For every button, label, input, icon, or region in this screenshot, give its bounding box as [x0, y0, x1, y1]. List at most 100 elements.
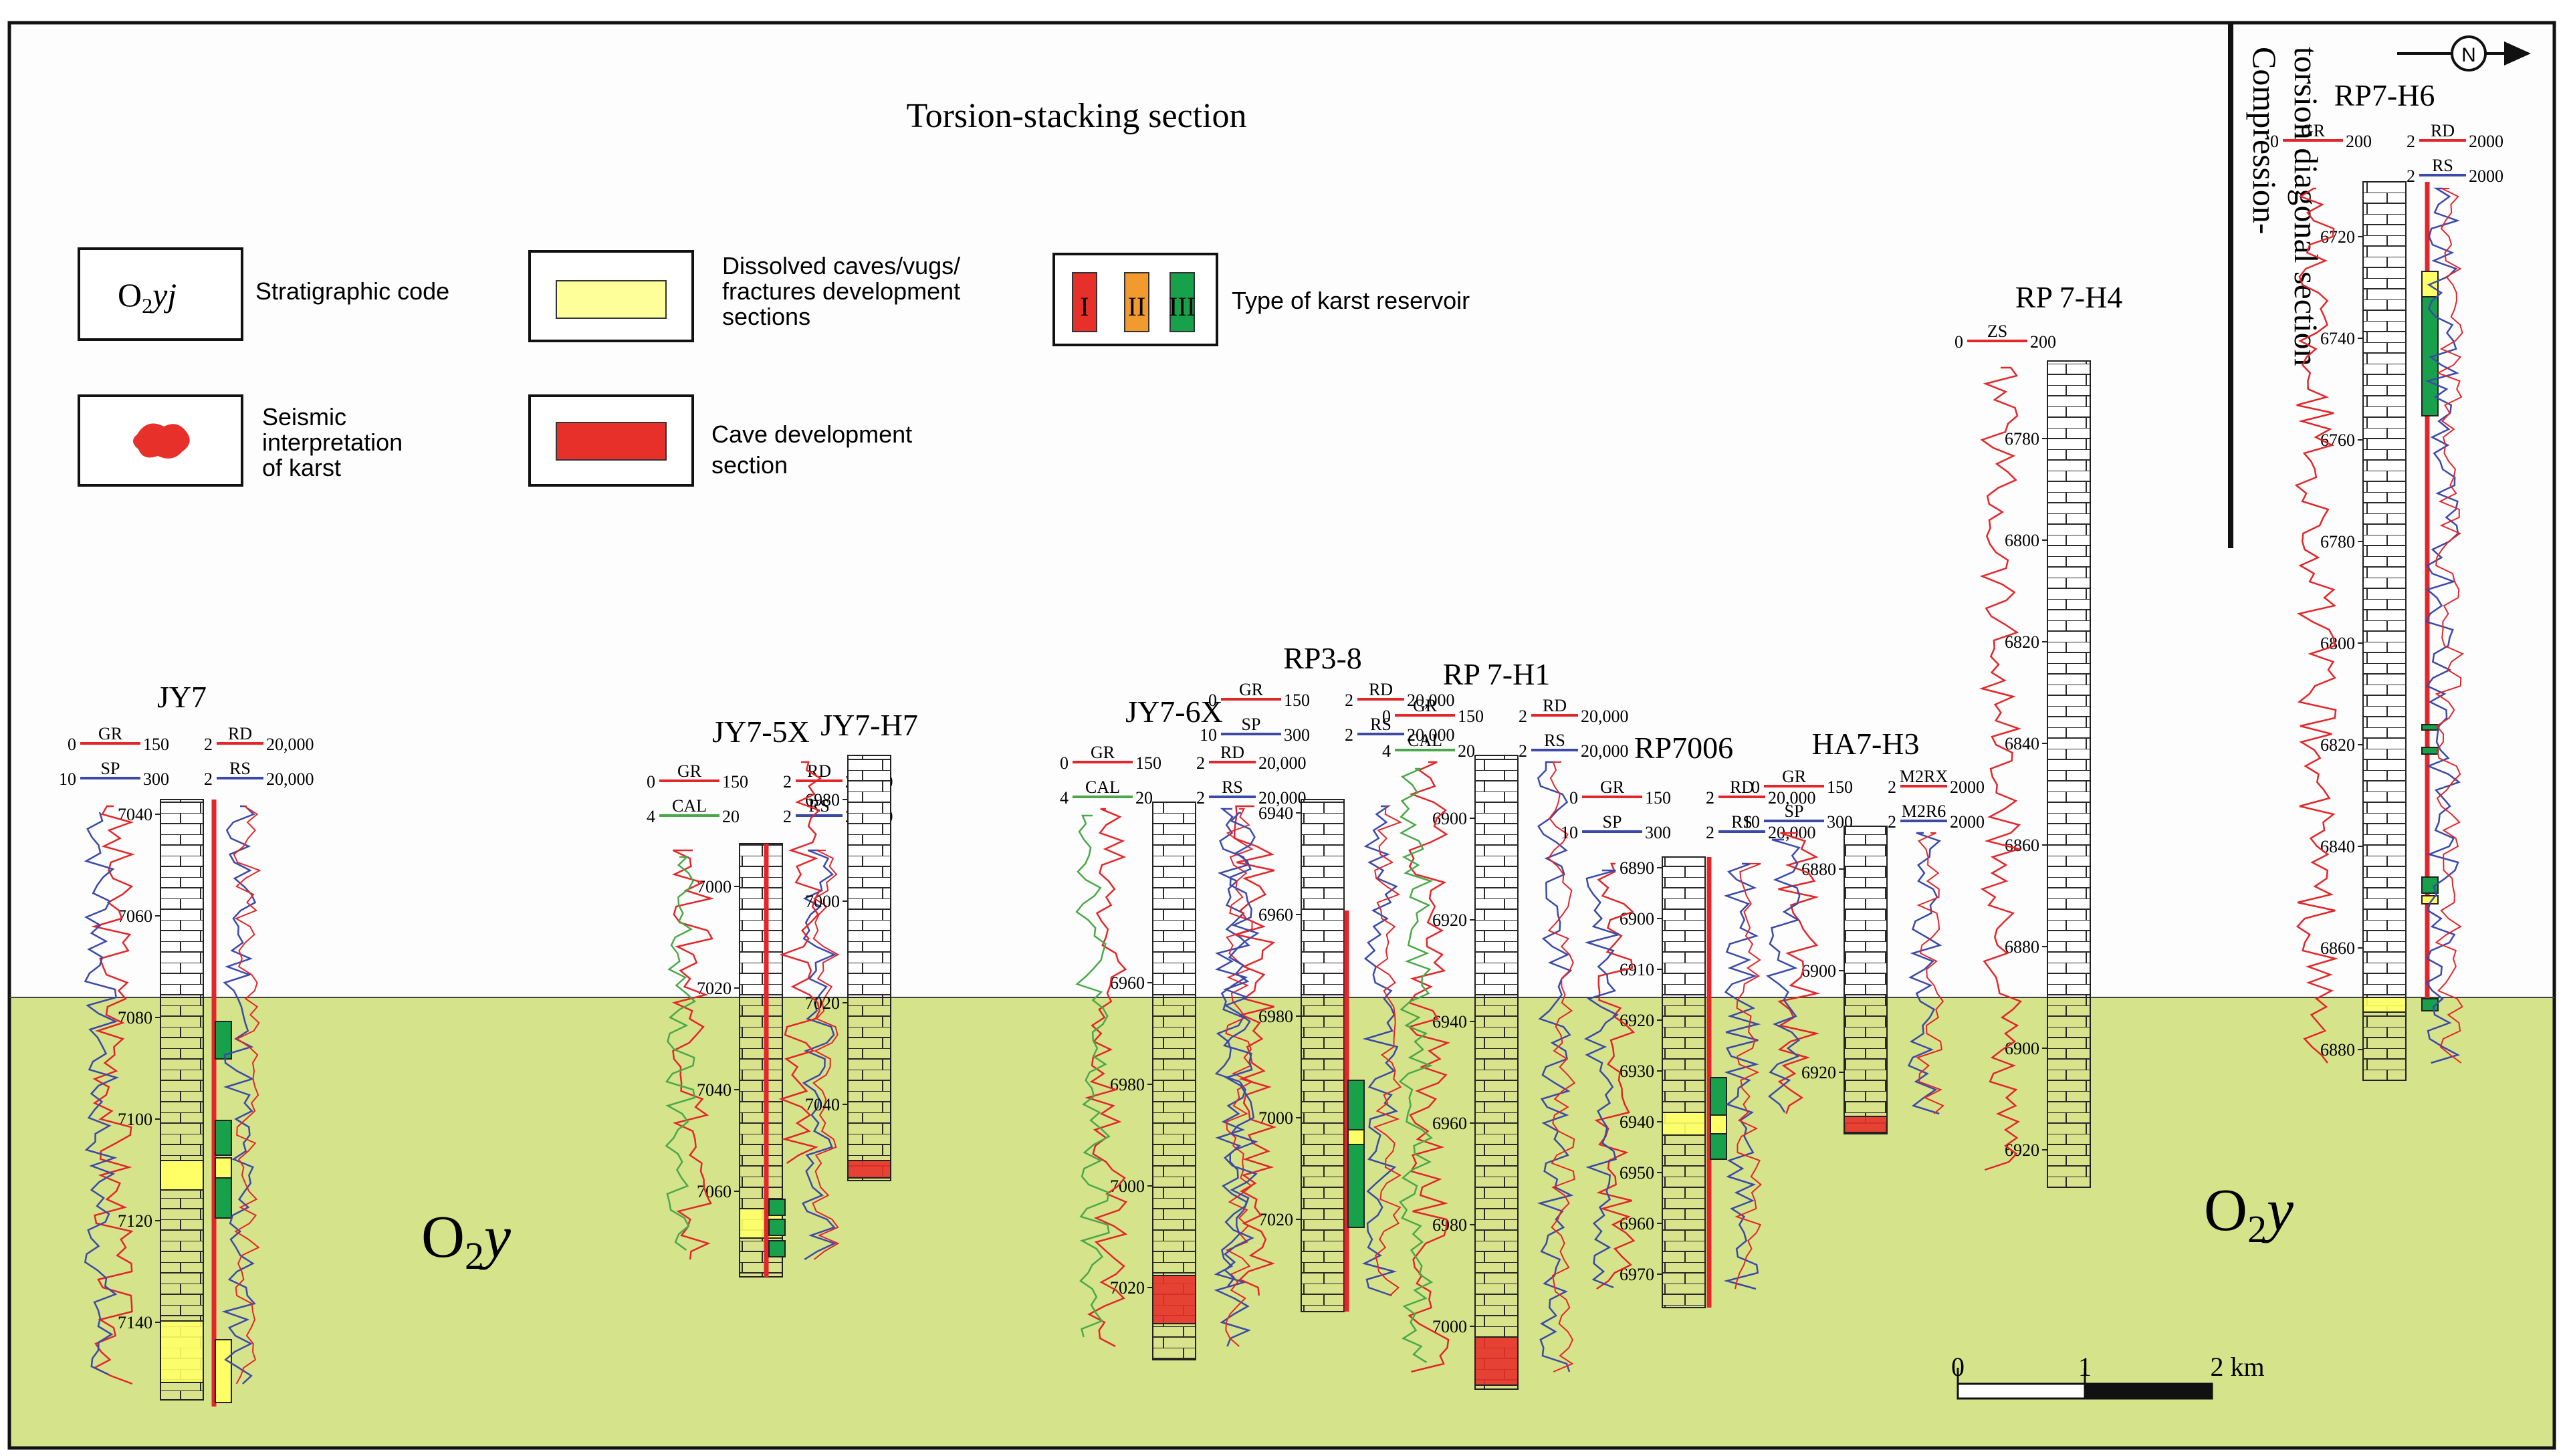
depth-label: 6980 [1432, 1215, 1467, 1235]
curve-scale-min: 2 [1888, 777, 1896, 797]
legend-cave-line1: Cave development [711, 420, 912, 448]
lithology-upper [1474, 755, 1519, 998]
resistivity-deep-curve [1373, 806, 1402, 1296]
interval-mark [1474, 1336, 1519, 1386]
karst-type-II-swatch [1124, 272, 1149, 332]
depth-label: 7000 [1110, 1177, 1145, 1196]
secondary-log-curve [665, 856, 697, 1251]
legend-seismic-line1: Seismic [262, 403, 346, 431]
curve-scale-max: 300 [1284, 725, 1310, 745]
interval-mark [2362, 997, 2407, 1013]
resistivity-log-curve [1214, 808, 1252, 1347]
resistivity-deep-curve [233, 806, 261, 1384]
curve-scale-label: RD [1369, 680, 1393, 699]
curve-scale-label: CAL [1408, 731, 1442, 750]
well-name: JY7-H7 [820, 708, 918, 742]
curve-scale-label: GR [1782, 767, 1807, 786]
curve-scale-label: M2R6 [1902, 802, 1946, 821]
depth-label: 7120 [118, 1211, 152, 1231]
karst-type-block [1347, 1129, 1365, 1145]
depth-label: 7100 [118, 1110, 152, 1129]
depth-label: 6920 [1801, 1063, 1836, 1082]
scale-tick-1: 1 [2078, 1352, 2092, 1382]
depth-label: 6740 [2320, 329, 2355, 348]
depth-label: 6960 [1258, 905, 1293, 925]
scale-bar: 0 1 2 km [1951, 1352, 2265, 1400]
curve-scale-min: 0 [1955, 332, 1963, 352]
depth-label: 7140 [118, 1313, 152, 1332]
lithology-limestone [1301, 997, 1345, 1312]
curve-scale-label: RS [1544, 731, 1565, 750]
interval-mark [1844, 1116, 1888, 1133]
curve-scale-max: 150 [722, 772, 748, 792]
curve-scale-label: SP [1603, 812, 1622, 832]
karst-type-II-label: II [1128, 291, 1146, 322]
well-name: JY7-5X [712, 715, 810, 749]
depth-label: 7000 [697, 877, 732, 896]
depth-label: 6880 [1801, 860, 1836, 879]
well-name: HA7-H3 [1812, 727, 1920, 761]
gr-log-curve [1979, 366, 2023, 1171]
curve-scale-min: 0 [1569, 788, 1578, 808]
gr-log-curve [1594, 862, 1636, 1290]
depth-label: 6820 [2320, 735, 2355, 755]
curve-scale-label: RD [228, 724, 252, 743]
formation-label-right: O2y [2204, 1177, 2294, 1251]
depth-label: 6920 [1620, 1011, 1654, 1030]
scale-tick-2: 2 km [2210, 1352, 2264, 1382]
depth-label: 6980 [1110, 1075, 1145, 1094]
resistivity-log-curve [2425, 187, 2461, 1064]
curve-scale-max: 20,000 [1258, 788, 1307, 808]
side-title-line1: Compression- [2246, 47, 2283, 235]
depth-label: 6880 [2005, 937, 2039, 957]
curve-scale-min: 2 [1345, 691, 1353, 710]
resistivity-log-curve [1362, 805, 1399, 1297]
interval-mark [1152, 1275, 1196, 1324]
curve-scale-max: 2000 [2469, 166, 2503, 186]
legend-dissolved-line3: sections [722, 303, 810, 330]
curve-scale-max: 2000 [1950, 812, 1985, 832]
depth-label: 6950 [1620, 1163, 1654, 1183]
dissolved-swatch [556, 280, 667, 319]
lithology-upper [847, 755, 891, 998]
lithology-upper [2047, 360, 2091, 998]
curve-scale-max: 2000 [2469, 132, 2503, 151]
interval-mark [160, 1320, 204, 1383]
curve-scale-max: 150 [1135, 753, 1161, 773]
curve-scale-label: M2RX [1900, 767, 1948, 786]
curve-scale-min: 2 [783, 772, 792, 792]
well-9: RP 7-H40ZS200678068006820684068606880690… [1955, 280, 2122, 1188]
well-name: RP7-H6 [2334, 78, 2435, 112]
depth-label: 6820 [2005, 632, 2039, 652]
gr-log-curve [778, 761, 822, 1165]
well-name: RP 7-H1 [1443, 657, 1551, 691]
depth-label: 7000 [805, 892, 840, 911]
interval-mark [160, 1160, 204, 1191]
curve-scale-min: 2 [2407, 132, 2415, 151]
curve-scale-label: CAL [672, 796, 707, 816]
resistivity-deep-curve [2435, 188, 2465, 1064]
lithology-limestone [1474, 997, 1519, 1390]
depth-label: 6780 [2005, 429, 2039, 449]
gr-log-curve [1233, 805, 1277, 1296]
karst-type-block [2421, 747, 2439, 755]
curve-scale-max: 2000 [1950, 777, 1985, 797]
curve-scale-label: GR [1239, 680, 1264, 699]
karst-type-block [215, 1021, 232, 1060]
lithology-upper [1152, 802, 1196, 998]
curve-scale-max: 300 [143, 769, 169, 789]
north-arrow-icon: N [2397, 35, 2531, 72]
gr-log-curve [91, 805, 135, 1385]
lithology-upper [1662, 856, 1706, 998]
curve-scale-min: 10 [1743, 812, 1760, 832]
strat-code-symbol: O2yj [118, 276, 177, 318]
depth-label: 7060 [697, 1182, 732, 1201]
lithology-limestone [2047, 997, 2091, 1188]
curve-scale-label: RD [1730, 777, 1754, 797]
lithology-upper [2362, 181, 2407, 998]
gr-log-curve [1777, 832, 1821, 1114]
resistivity-deep-curve [1225, 808, 1254, 1347]
